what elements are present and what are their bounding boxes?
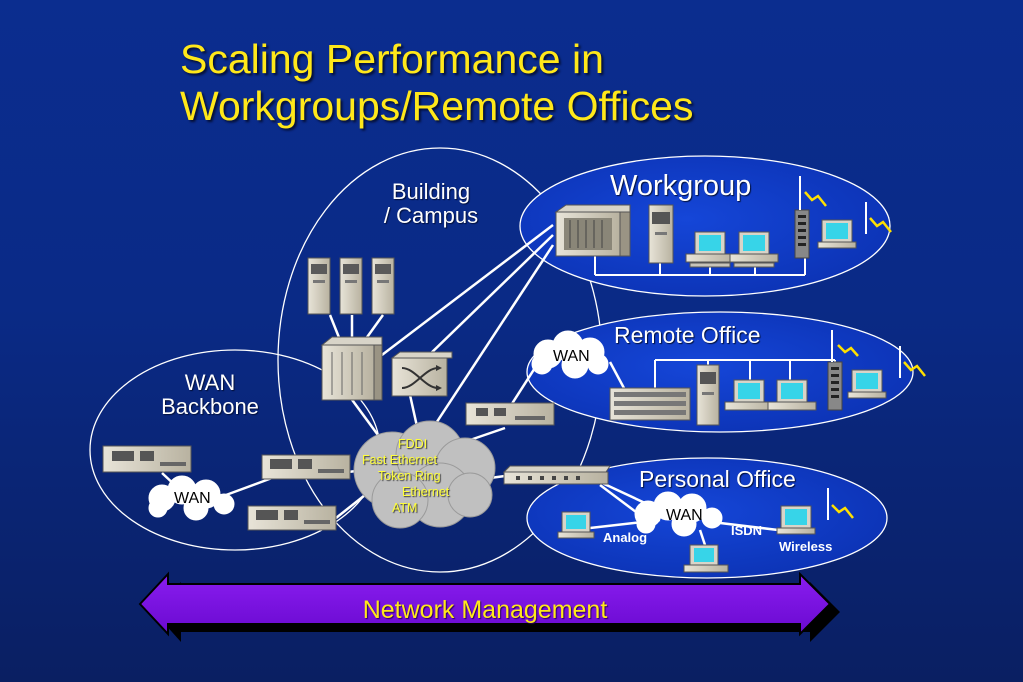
workgroup-lan [594,255,806,276]
network-management-label: Network Management [362,596,608,624]
chassis-switch-icon [320,336,383,401]
hub-icon [794,209,810,259]
workstation-icon [776,505,816,535]
workstation-icon [847,369,887,399]
workstation-icon [685,231,735,268]
chassis-switch-icon [554,204,631,257]
workstation-icon [724,379,774,411]
core-network-cloud [353,420,496,529]
hub-icon [502,465,611,485]
title-line-2: Workgroups/Remote Offices [180,83,694,129]
isdn-label: ISDN [731,523,763,538]
tower-server-icon [371,257,395,315]
analog-label: Analog [603,530,648,545]
core-item-ethernet: Ethernet [402,485,450,499]
personal-wan-label: WAN [666,507,703,524]
tower-server-icon [648,204,674,264]
workgroup-label: Workgroup [610,170,752,202]
core-item-token-ring: Token Ring [378,469,441,483]
tower-server-icon [696,364,720,426]
wan-cloud-backbone [148,475,235,521]
router-icon [465,402,555,426]
wan-cloud-personal [634,491,723,537]
workstation-icon [767,379,817,411]
backbone-wan-label: WAN [174,490,211,507]
antenna-icon [865,202,892,234]
workstation-icon [683,544,729,573]
tower-server-icon [307,257,331,315]
building-campus-label: Building / Campus [383,179,479,228]
router-icon [247,505,337,531]
title-line-1: Scaling Performance in [180,36,604,82]
antenna-icon [831,330,859,362]
slide-title: Scaling Performance in Workgroups/Remote… [180,36,900,130]
workgroup-ellipse [519,155,891,297]
router-icon [102,445,192,473]
wan-backbone-label: WAN Backbone [161,370,259,419]
workstation-icon [557,511,595,539]
workstation-icon [729,231,779,268]
hub-icon [827,361,843,411]
core-item-fddi: FDDI [398,437,428,451]
router-icon [261,454,351,480]
core-item-atm: ATM [392,501,418,515]
tower-server-icon [339,257,363,315]
core-item-fast-ethernet: Fast Ethernet [362,453,438,467]
remote-office-label: Remote Office [614,322,761,348]
workstation-icon [817,219,857,249]
antenna-icon [899,346,926,378]
router-icon [390,351,453,397]
remote-wan-label: WAN [553,348,590,365]
antenna-icon [827,488,854,520]
wireless-label: Wireless [779,539,833,554]
wan-cloud-remote [531,330,609,379]
antenna-icon [799,176,827,210]
personal-office-label: Personal Office [639,466,796,492]
router-icon [609,387,691,421]
network-management-arrow [138,571,840,642]
